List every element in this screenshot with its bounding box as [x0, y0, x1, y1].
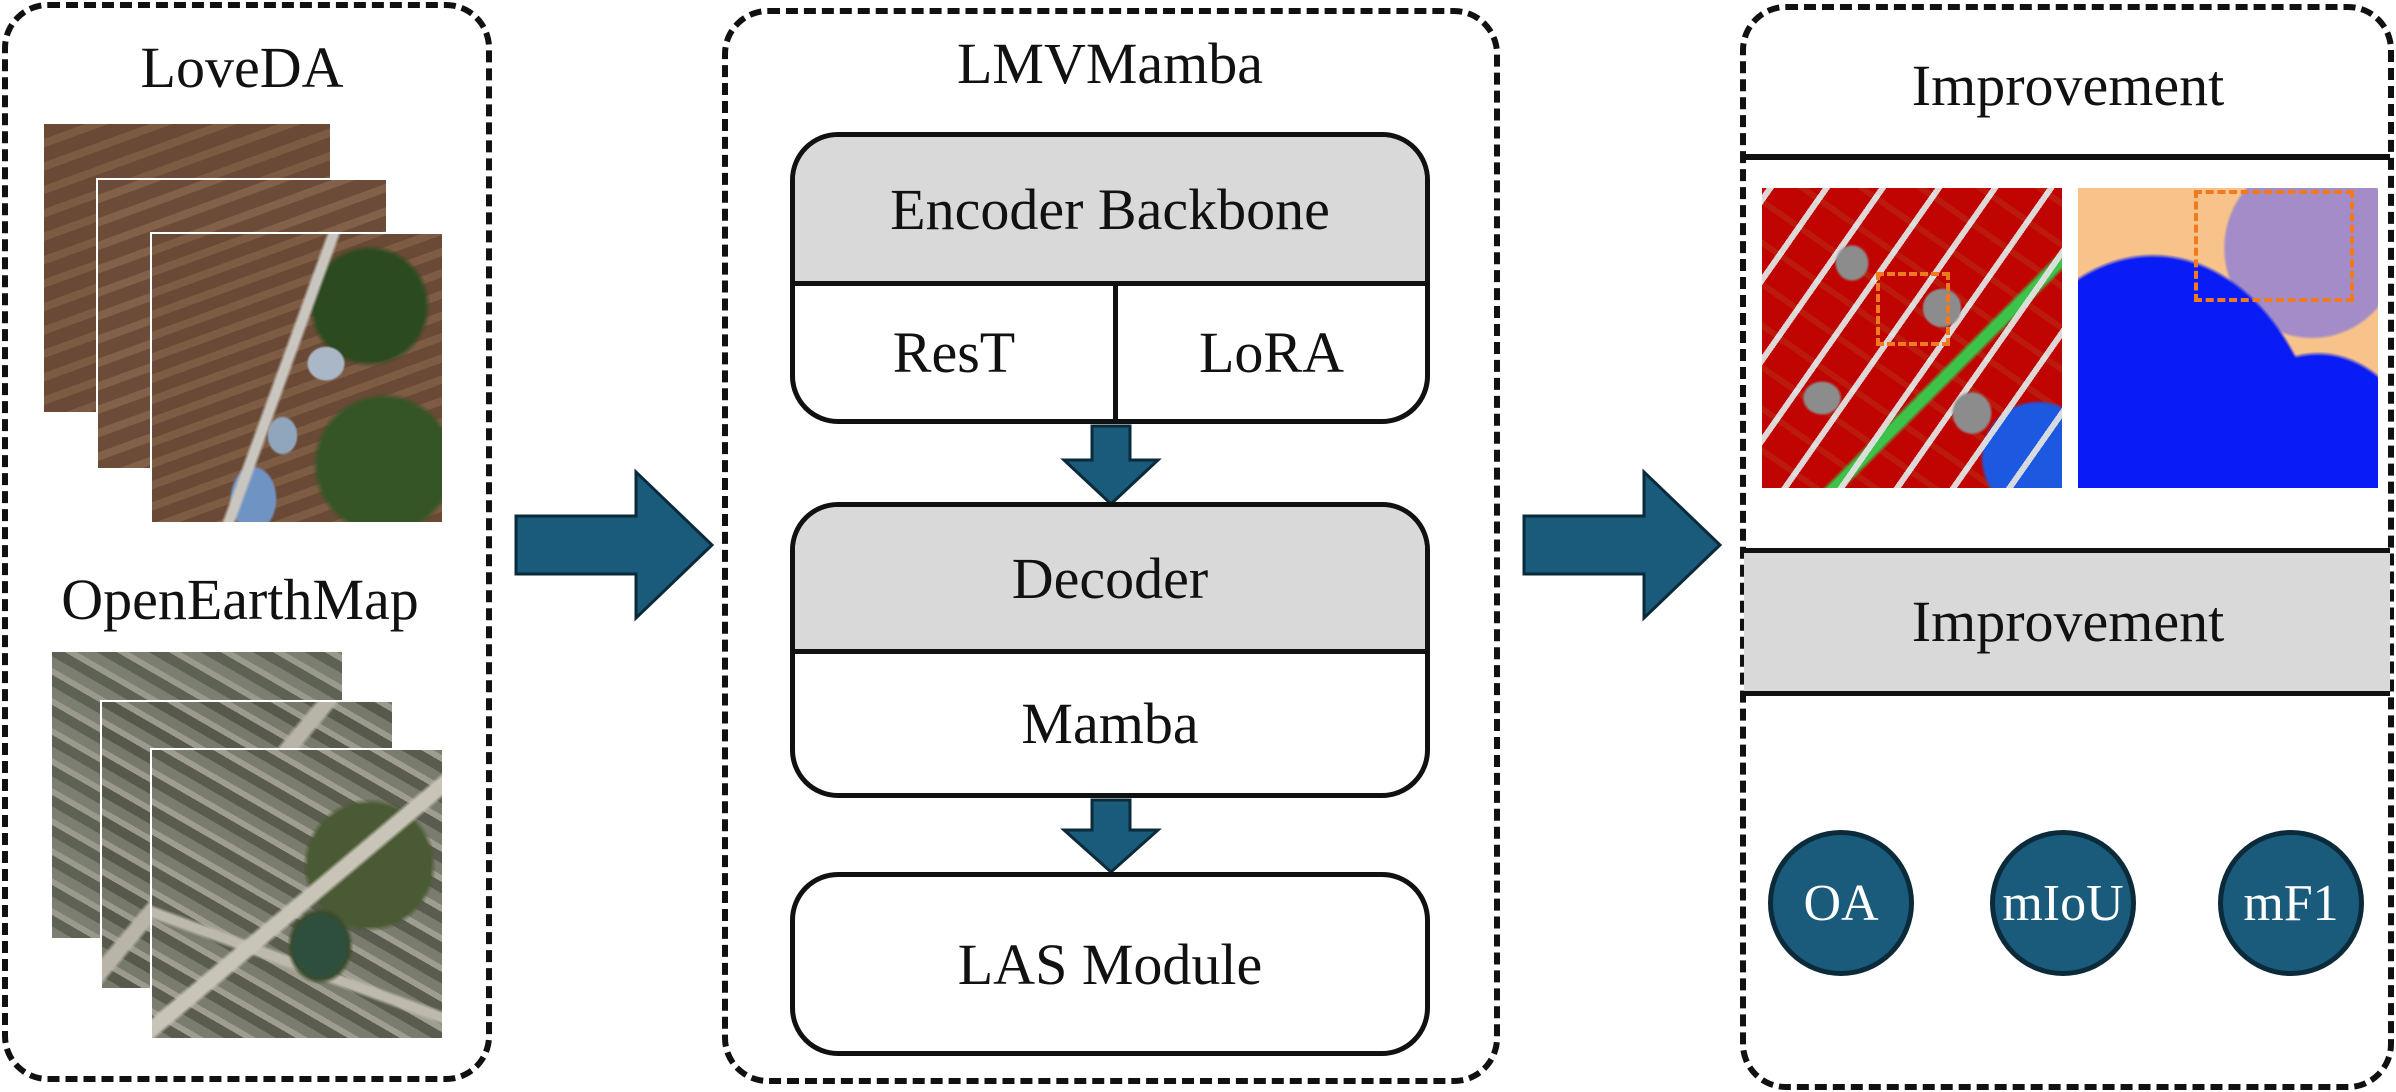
dataset-title-openearthmap: OpenEarthMap — [61, 567, 419, 632]
results-divider-top — [1744, 154, 2390, 160]
metric-oa-circle: OA — [1768, 830, 1914, 976]
decoder-mamba-cell: Mamba — [1021, 691, 1199, 756]
highlight-box-2 — [2194, 190, 2354, 302]
dataset-title-loveda: LoveDA — [140, 35, 344, 100]
encoder-header: Encoder Backbone — [795, 137, 1425, 286]
encoder-lora-cell: LoRA — [1199, 320, 1344, 385]
segmentation-map-openearthmap — [2078, 188, 2378, 488]
results-panel — [1740, 4, 2394, 1090]
arrow-down-2 — [1060, 798, 1162, 875]
model-title: LMVMamba — [956, 31, 1264, 96]
las-module-label: LAS Module — [957, 931, 1263, 997]
loveda-image-front — [150, 232, 444, 524]
results-title-top: Improvement — [1911, 53, 2225, 118]
las-module-box: LAS Module — [790, 872, 1430, 1056]
arrow-right-2 — [1522, 468, 1723, 622]
openearthmap-image-front — [150, 748, 444, 1040]
metric-miou-circle: mIoU — [1990, 830, 2136, 976]
decoder-header: Decoder — [795, 507, 1425, 654]
results-header-band — [1744, 548, 2390, 696]
highlight-box-1 — [1876, 272, 1950, 346]
metric-mf1-circle: mF1 — [2218, 830, 2364, 976]
model-panel — [722, 8, 1500, 1084]
datasets-panel — [2, 2, 492, 1082]
arrow-down-1 — [1060, 424, 1162, 507]
results-title-mid: Improvement — [1911, 589, 2225, 654]
decoder-box: Decoder Mamba — [790, 502, 1430, 798]
encoder-divider — [1113, 286, 1118, 419]
segmentation-map-loveda-gray-patches — [1762, 188, 2062, 488]
encoder-box: Encoder Backbone ResT LoRA — [790, 132, 1430, 424]
encoder-rest-cell: ResT — [892, 320, 1016, 385]
arrow-right-1 — [514, 468, 715, 622]
